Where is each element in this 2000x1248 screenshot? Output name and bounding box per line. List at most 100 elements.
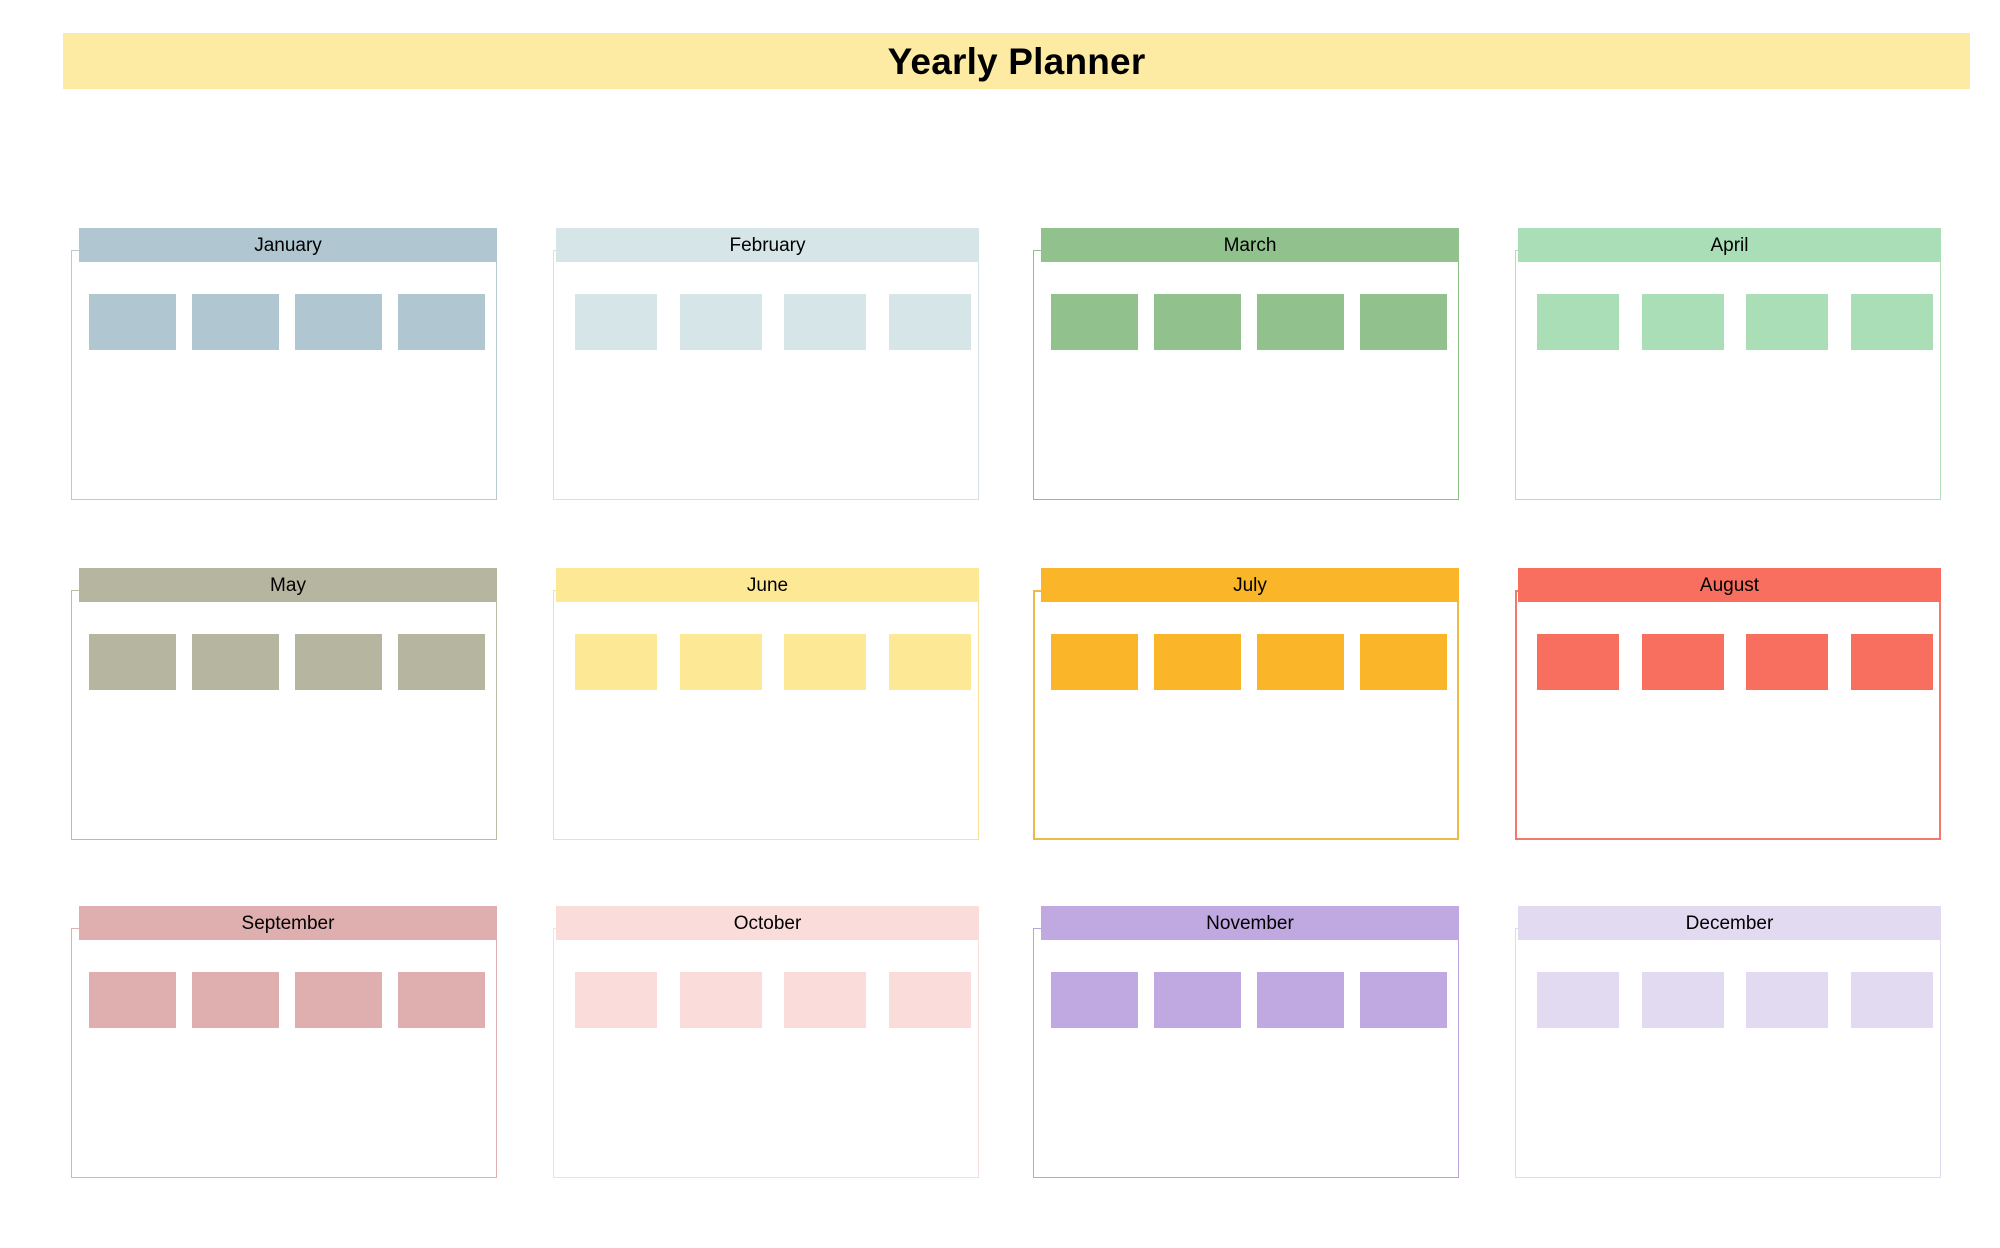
- week-block-row: [575, 294, 971, 350]
- week-block[interactable]: [89, 294, 176, 350]
- week-block[interactable]: [1746, 294, 1829, 350]
- month-name-label: January: [254, 234, 322, 256]
- month-card-august[interactable]: August: [1515, 568, 1941, 840]
- week-block[interactable]: [888, 294, 971, 350]
- week-block[interactable]: [784, 294, 867, 350]
- week-block[interactable]: [192, 972, 279, 1028]
- week-block[interactable]: [575, 972, 657, 1028]
- week-block-row: [1537, 972, 1933, 1028]
- week-block[interactable]: [1537, 294, 1619, 350]
- week-block[interactable]: [679, 972, 762, 1028]
- week-block[interactable]: [89, 972, 176, 1028]
- month-name-label: June: [746, 574, 789, 596]
- week-block[interactable]: [1257, 294, 1344, 350]
- month-name-label: May: [270, 574, 306, 596]
- month-card-body[interactable]: [1033, 928, 1459, 1178]
- week-block[interactable]: [1360, 294, 1447, 350]
- month-card-september[interactable]: September: [71, 906, 497, 1178]
- month-card-april[interactable]: April: [1515, 228, 1941, 500]
- month-header-january: January: [79, 228, 497, 262]
- month-card-body[interactable]: [71, 590, 497, 840]
- month-card-january[interactable]: January: [71, 228, 497, 500]
- week-block[interactable]: [192, 634, 279, 690]
- month-card-july[interactable]: July: [1033, 568, 1459, 840]
- month-header-july: July: [1041, 568, 1459, 602]
- week-block[interactable]: [295, 972, 382, 1028]
- week-block[interactable]: [1051, 972, 1138, 1028]
- week-block[interactable]: [398, 634, 485, 690]
- week-block[interactable]: [1641, 294, 1724, 350]
- week-block-row: [89, 972, 485, 1028]
- week-block[interactable]: [784, 634, 867, 690]
- week-block-row: [1537, 294, 1933, 350]
- week-block[interactable]: [575, 634, 657, 690]
- month-card-body[interactable]: [553, 250, 979, 500]
- month-card-february[interactable]: February: [553, 228, 979, 500]
- week-block[interactable]: [1257, 634, 1344, 690]
- week-block[interactable]: [1154, 634, 1241, 690]
- week-block[interactable]: [89, 634, 176, 690]
- week-block[interactable]: [1257, 972, 1344, 1028]
- week-block[interactable]: [295, 294, 382, 350]
- month-card-body[interactable]: [1515, 590, 1941, 840]
- page-title: Yearly Planner: [887, 40, 1146, 82]
- month-header-june: June: [556, 568, 979, 602]
- month-name-label: August: [1699, 574, 1760, 596]
- month-card-november[interactable]: November: [1033, 906, 1459, 1178]
- month-card-body[interactable]: [1033, 590, 1459, 840]
- month-name-label: October: [733, 912, 802, 934]
- week-block[interactable]: [1641, 972, 1724, 1028]
- week-block[interactable]: [888, 972, 971, 1028]
- month-card-body[interactable]: [1515, 928, 1941, 1178]
- week-block[interactable]: [1850, 972, 1933, 1028]
- month-card-body[interactable]: [71, 250, 497, 500]
- week-block[interactable]: [295, 634, 382, 690]
- week-block[interactable]: [1746, 634, 1829, 690]
- week-block[interactable]: [1746, 972, 1829, 1028]
- week-block-row: [1051, 294, 1447, 350]
- week-block[interactable]: [679, 294, 762, 350]
- week-block[interactable]: [1051, 294, 1138, 350]
- week-block[interactable]: [1850, 634, 1933, 690]
- month-header-february: February: [556, 228, 979, 262]
- page-title-banner: Yearly Planner: [63, 33, 1970, 89]
- month-card-body[interactable]: [553, 928, 979, 1178]
- week-block[interactable]: [575, 294, 657, 350]
- week-block[interactable]: [1360, 634, 1447, 690]
- week-block-row: [575, 972, 971, 1028]
- month-card-october[interactable]: October: [553, 906, 979, 1178]
- week-block[interactable]: [1154, 972, 1241, 1028]
- week-block-row: [1051, 634, 1447, 690]
- week-block[interactable]: [192, 294, 279, 350]
- month-name-label: April: [1710, 234, 1749, 256]
- month-card-may[interactable]: May: [71, 568, 497, 840]
- week-block[interactable]: [784, 972, 867, 1028]
- month-card-june[interactable]: June: [553, 568, 979, 840]
- week-block[interactable]: [398, 294, 485, 350]
- month-card-body[interactable]: [553, 590, 979, 840]
- month-card-december[interactable]: December: [1515, 906, 1941, 1178]
- week-block[interactable]: [1360, 972, 1447, 1028]
- week-block[interactable]: [1641, 634, 1724, 690]
- week-block[interactable]: [1154, 294, 1241, 350]
- month-card-body[interactable]: [1033, 250, 1459, 500]
- week-block[interactable]: [1051, 634, 1138, 690]
- week-block[interactable]: [1537, 972, 1619, 1028]
- month-header-april: April: [1518, 228, 1941, 262]
- month-header-march: March: [1041, 228, 1459, 262]
- week-block-row: [1537, 634, 1933, 690]
- month-header-may: May: [79, 568, 497, 602]
- month-header-august: August: [1518, 568, 1941, 602]
- week-block-row: [89, 294, 485, 350]
- month-card-march[interactable]: March: [1033, 228, 1459, 500]
- month-card-body[interactable]: [71, 928, 497, 1178]
- week-block[interactable]: [398, 972, 485, 1028]
- week-block[interactable]: [1850, 294, 1933, 350]
- week-block-row: [89, 634, 485, 690]
- week-block[interactable]: [888, 634, 971, 690]
- week-block[interactable]: [1537, 634, 1619, 690]
- month-card-body[interactable]: [1515, 250, 1941, 500]
- month-header-december: December: [1518, 906, 1941, 940]
- week-block[interactable]: [679, 634, 762, 690]
